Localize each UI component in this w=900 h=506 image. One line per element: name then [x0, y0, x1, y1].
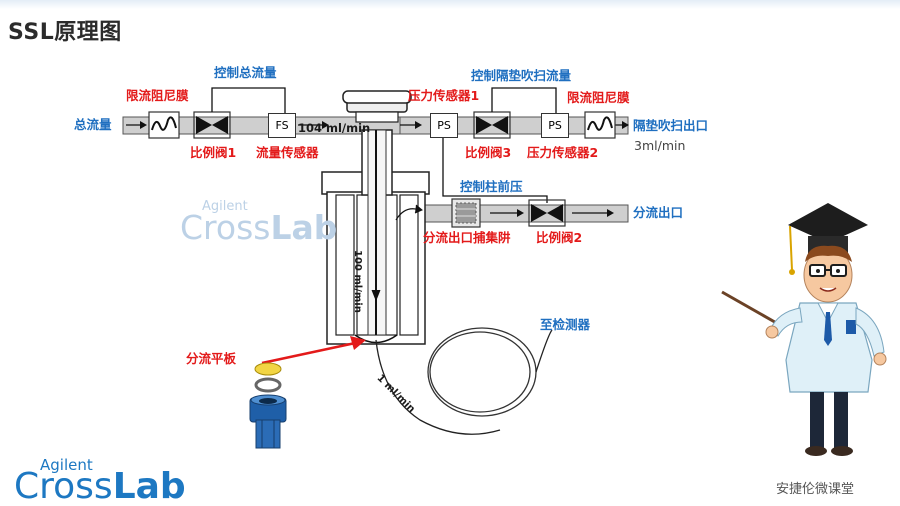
- label-prop-valve-1: 比例阀1: [190, 145, 237, 160]
- label-pressure-sensor-2: 压力传感器2: [527, 145, 599, 160]
- logo-lab: Lab: [112, 466, 186, 506]
- label-pressure-sensor-1: 压力传感器1: [408, 88, 480, 103]
- logo-cross: Cross: [14, 466, 113, 506]
- column-coil: [375, 327, 553, 435]
- label-restrictor-right: 限流阻尼膜: [567, 90, 630, 105]
- label-septum-purge-rate: 3ml/min: [634, 138, 686, 153]
- label-control-head-pressure: 控制柱前压: [460, 179, 523, 194]
- flow-arrows: [126, 121, 629, 217]
- label-total-flow: 总流量: [74, 117, 112, 132]
- split-plate-parts: [249, 362, 287, 449]
- label-septum-purge-outlet: 隔垫吹扫出口: [633, 118, 709, 133]
- flow-sensor-box: FS: [268, 113, 296, 138]
- split-plate-arrow: [261, 336, 366, 365]
- watermark-crosslab: CrossLab: [180, 211, 337, 244]
- label-liner-flow: 100 ml/min: [352, 250, 363, 313]
- pressure-sensor-1-box: PS: [430, 113, 458, 138]
- label-prop-valve-2: 比例阀2: [536, 230, 583, 245]
- prop-valve-2-icon: [528, 199, 566, 227]
- label-split-trap: 分流出口捕集阱: [423, 230, 511, 245]
- teacher-illustration: [721, 203, 887, 456]
- control-loop-septum-purge: [491, 87, 557, 113]
- label-restrictor-left: 限流阻尼膜: [126, 88, 189, 103]
- watermark-lab: Lab: [270, 208, 338, 247]
- restrictor-right-icon: [584, 111, 616, 139]
- label-prop-valve-3: 比例阀3: [465, 145, 512, 160]
- injector-body: [321, 90, 430, 345]
- top-gradient-bar: [0, 0, 900, 9]
- pressure-sensor-2-box: PS: [541, 113, 569, 138]
- page-title: SSL原理图: [8, 20, 122, 45]
- label-split-plate: 分流平板: [186, 351, 237, 366]
- restrictor-left-icon: [148, 111, 180, 139]
- control-loop-total-flow: [211, 87, 286, 113]
- logo-agilent: Agilent: [40, 456, 93, 474]
- watermark-agilent: Agilent: [202, 199, 248, 214]
- split-trap-icon: [451, 198, 481, 228]
- label-control-septum-purge: 控制隔垫吹扫流量: [471, 68, 572, 83]
- label-flow-rate-104: 104 ml/min: [298, 121, 371, 135]
- label-control-total-flow: 控制总流量: [214, 65, 277, 80]
- watermark-cross: Cross: [180, 208, 271, 247]
- logo-crosslab: CrossLab: [14, 469, 186, 505]
- brand-text: 安捷伦微课堂: [776, 482, 855, 497]
- label-split-outlet: 分流出口: [633, 205, 684, 220]
- label-to-detector: 至检测器: [540, 317, 591, 332]
- label-flow-sensor: 流量传感器: [256, 145, 319, 160]
